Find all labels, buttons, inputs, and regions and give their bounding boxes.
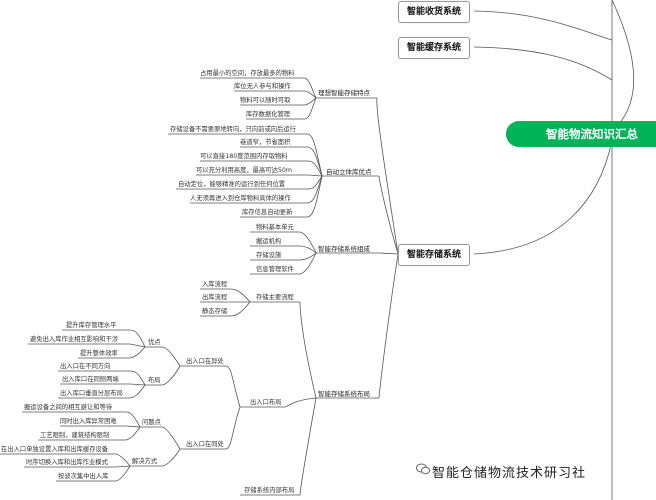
leaf-item[interactable]: 出入库口垂直分层布局 [60, 390, 123, 397]
watermark-text: 智能仓储物流技术研习社 [432, 466, 587, 481]
node-problems[interactable]: 问题点 [142, 419, 161, 426]
node-asrs-advantages[interactable]: 自动立体库优点 [326, 168, 372, 176]
leaf-item[interactable]: 按波次集中出入库 [58, 473, 109, 480]
leaf-item[interactable]: 提升整体效率 [80, 350, 118, 357]
leaf-item[interactable]: 物料可以随时可取 [240, 97, 291, 104]
node-internal-layout[interactable]: 存储系统内部布局 [244, 487, 295, 494]
leaf-item[interactable]: 时序切换入库和出库作业模式 [26, 459, 108, 466]
node-main-process[interactable]: 存储主要流程 [256, 294, 294, 301]
leaf-item[interactable]: 可以直接180度范围内存取物料 [200, 153, 288, 160]
leaf-item[interactable]: 人无须再进入到仓库物料具体的操作 [190, 195, 291, 202]
central-topic[interactable]: 智能物流知识汇总 [506, 121, 656, 147]
leaf-item[interactable]: 出库流程 [202, 294, 228, 301]
leaf-item[interactable]: 库位无人参与和操作 [234, 83, 291, 90]
node-ideal-features[interactable]: 理想智能存储特点 [318, 89, 370, 97]
leaf-item[interactable]: 存储设施 [256, 252, 282, 259]
branch-buffer[interactable]: 智能缓存系统 [398, 37, 471, 59]
node-advantages[interactable]: 优点 [148, 339, 161, 346]
leaf-item[interactable]: 存储设备不需要原地转向，只向前或向后运行 [170, 126, 296, 133]
node-system-layout[interactable]: 智能存储系统布局 [318, 390, 370, 398]
branch-receiving[interactable]: 智能收货系统 [398, 1, 471, 23]
leaf-item[interactable]: 出入库口在同侧两端 [62, 376, 119, 383]
leaf-item[interactable]: 占用最小的空间，存放最多的物料 [200, 70, 295, 77]
node-io-separate[interactable]: 出入口在异处 [186, 358, 224, 365]
branch-storage[interactable]: 智能存储系统 [398, 244, 471, 266]
node-io-layout[interactable]: 出入口布局 [250, 399, 282, 406]
leaf-item[interactable]: 在出入口单独设置入库和出库缓存设备 [1, 446, 109, 453]
leaf-item[interactable]: 搬运设备之间的相互避让和等待 [24, 404, 113, 411]
node-io-same[interactable]: 出入口在同处 [186, 441, 224, 448]
leaf-item[interactable]: 工艺限制，建筑结构限制 [40, 432, 110, 439]
leaf-item[interactable]: 同时出入库异常困难 [60, 418, 117, 425]
leaf-item[interactable]: 库存信息自动更新 [242, 209, 293, 216]
wechat-icon [416, 463, 430, 475]
leaf-item[interactable]: 入库流程 [202, 281, 228, 288]
leaf-item[interactable]: 静态存储 [202, 308, 228, 315]
node-solutions[interactable]: 解决方式 [132, 458, 158, 465]
leaf-item[interactable]: 提升库存管理水平 [66, 322, 117, 329]
leaf-item[interactable]: 避免出入库作业相互影响和干涉 [30, 336, 119, 343]
node-layout[interactable]: 布局 [148, 377, 161, 384]
leaf-item[interactable]: 巷道窄，节省面积 [240, 139, 291, 146]
leaf-item[interactable]: 出入口在不同方向 [60, 363, 111, 370]
leaf-item[interactable]: 信息管理软件 [256, 266, 294, 273]
node-system-components[interactable]: 智能存储系统组成 [318, 245, 370, 253]
leaf-item[interactable]: 物料基本单元 [256, 224, 294, 231]
leaf-item[interactable]: 搬运机构 [256, 238, 282, 245]
leaf-item[interactable]: 库存数据化管理 [246, 111, 291, 118]
leaf-item[interactable]: 可以充分利用高度，最高可达50m [196, 167, 293, 174]
leaf-item[interactable]: 自动定位，能够精准的运行到任何位置 [178, 181, 286, 188]
